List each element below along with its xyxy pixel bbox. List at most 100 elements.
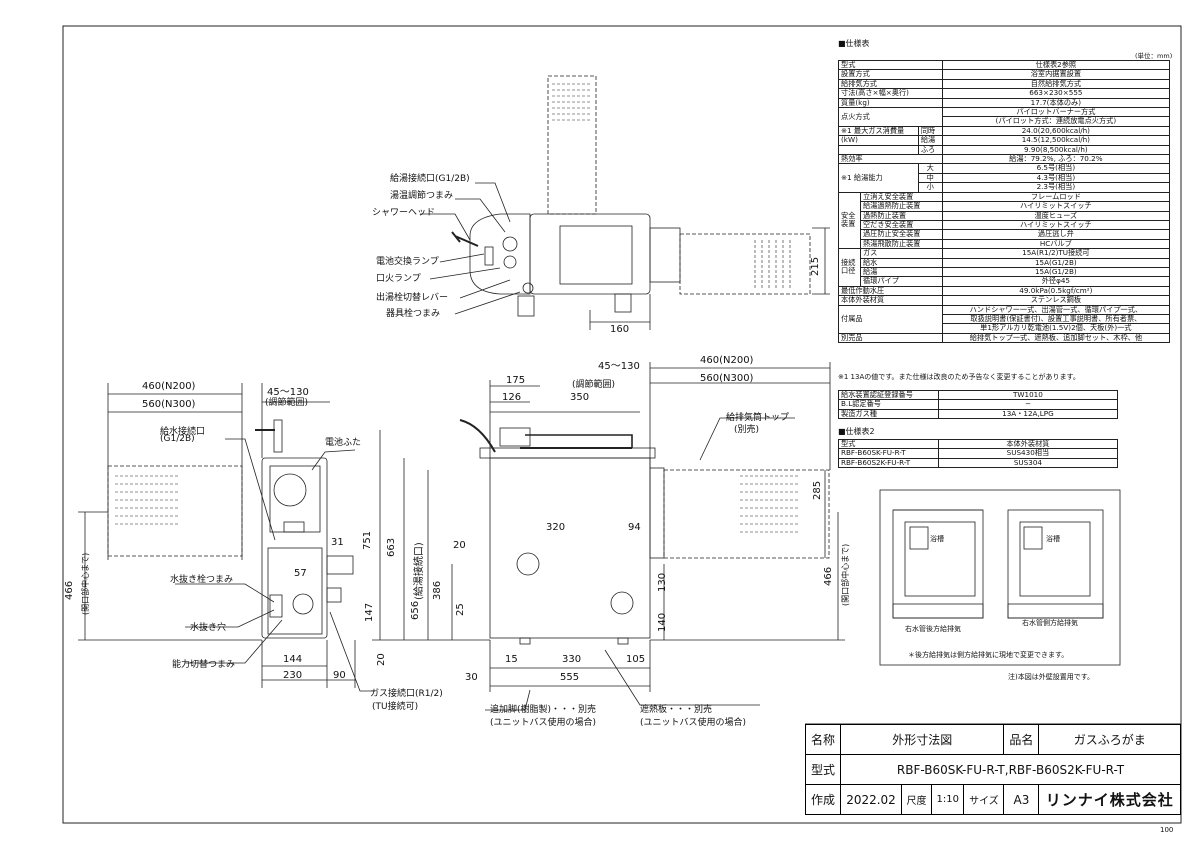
safety-value: 過圧逃し弁 bbox=[941, 229, 1171, 240]
spec-value: パイロットバーナー方式 bbox=[941, 107, 1171, 118]
cert-value: − bbox=[937, 399, 1119, 410]
dim-15: 15 bbox=[505, 654, 518, 665]
label-power-knob: 能力切替つまみ bbox=[172, 660, 236, 670]
dim-160: 160 bbox=[610, 324, 630, 335]
dim-175: 175 bbox=[506, 375, 526, 386]
pipe-item: 給水 bbox=[859, 257, 943, 268]
tb-scale-label: 尺度 bbox=[901, 784, 932, 815]
cert-value: 13A・12A,LPG bbox=[937, 408, 1119, 420]
label-exhaust-sep: (別売) bbox=[734, 425, 760, 435]
dim-555: 555 bbox=[560, 672, 580, 683]
spec-value: 17.7(本体のみ) bbox=[941, 97, 1171, 109]
spec2-model: RBF-B60SK-FU-R-T bbox=[838, 448, 939, 459]
spec-title: ■仕様表 bbox=[838, 39, 870, 48]
hot-value: 4.3号(相当) bbox=[941, 172, 1171, 184]
exterior-value: ステンレス鋼板 bbox=[941, 295, 1171, 306]
dim-215: 215 bbox=[810, 256, 821, 276]
separate-label: 別売品 bbox=[838, 332, 943, 344]
label-burner-knob: 器具栓つまみ bbox=[386, 309, 441, 319]
dim-751: 751 bbox=[362, 530, 373, 550]
inset-note: ＊後方給排気は側方給排気に現地で変更できます。 bbox=[908, 651, 1069, 659]
tb-made-value: 2022.02 bbox=[840, 784, 902, 815]
sheet-corner-number: 100 bbox=[1160, 826, 1174, 834]
cert-label: 給水装置認証登録番号 bbox=[838, 389, 939, 401]
installation-inset bbox=[879, 489, 1121, 666]
label-shower-head: シャワーヘッド bbox=[372, 208, 436, 218]
safety-item: 立消え安全装置 bbox=[859, 191, 943, 203]
pipe-item: 循環パイプ bbox=[859, 276, 943, 287]
spec2-model: RBF-B60S2K-FU-R-T bbox=[838, 457, 939, 469]
label-temp-knob: 湯温調節つまみ bbox=[390, 191, 454, 201]
gas-label: ※1 最大ガス消費量 bbox=[838, 125, 919, 137]
spec-note: ※1 13Aの値です。また仕様は改良のため予告なく変更することがあります。 bbox=[838, 373, 1080, 381]
label-legs: 追加脚(樹脂製)・・・別売 bbox=[490, 705, 597, 715]
dim-560-center: 560(N300) bbox=[700, 373, 754, 384]
dim-663: 663 bbox=[386, 537, 397, 557]
dim-330: 330 bbox=[562, 654, 582, 665]
safety-item: 熱湯飛散防止装置 bbox=[859, 238, 943, 250]
spec-value: (パイロット方式：連続放電点火方式) bbox=[941, 116, 1171, 127]
gas-unit: (kW) bbox=[838, 135, 919, 146]
install-note: 注)本図は外壁設置用です。 bbox=[1008, 673, 1095, 681]
safety-item: 過熱防止装置 bbox=[859, 210, 943, 221]
inset-bath-label: 浴槽 bbox=[1046, 535, 1060, 543]
pipe-value: 外径φ45 bbox=[941, 276, 1171, 287]
dim-147: 147 bbox=[364, 602, 375, 622]
label-exhaust-top: 給排気筒トップ bbox=[726, 413, 790, 423]
label-hot-outlet: 給湯接続口(G1/2B) bbox=[390, 174, 470, 184]
separate-value: 給排気トップ一式、遮熱板、追加脚セット、木枠、他 bbox=[941, 332, 1171, 344]
dim-105: 105 bbox=[626, 654, 646, 665]
label-drain-hole: 水抜き穴 bbox=[190, 623, 227, 633]
safety-value: ハイリミットスイッチ bbox=[941, 201, 1171, 212]
label-drain-knob: 水抜き栓つまみ bbox=[170, 575, 234, 585]
dim-144: 144 bbox=[283, 654, 303, 665]
efficiency-label: 熱効率 bbox=[838, 154, 943, 165]
spec-table: 型式仕様表2参照 設置方式浴室内据置設置 給排気方式自然給排気方式 寸法(高さ×… bbox=[838, 59, 1171, 344]
spec-value: 663×230×555 bbox=[941, 88, 1171, 99]
dim-320: 320 bbox=[546, 522, 566, 533]
safety-value: 温度ヒューズ bbox=[941, 210, 1171, 221]
cert-value: TW1010 bbox=[937, 389, 1119, 401]
safety-value: HCバルブ bbox=[941, 238, 1171, 250]
spec-label: 設置方式 bbox=[838, 69, 943, 80]
dim-45-130-center: 45〜130 bbox=[598, 361, 640, 372]
tb-company: リンナイ株式会社 bbox=[1038, 784, 1181, 815]
dim-20-upper: 20 bbox=[453, 540, 466, 551]
spec2-material: SUS430相当 bbox=[937, 448, 1119, 459]
safety-value: ハイリミットスイッチ bbox=[941, 219, 1171, 231]
pipe-label: 接続口径 bbox=[838, 248, 861, 287]
efficiency-value: 給湯：79.2%, ふろ：70.2% bbox=[941, 154, 1171, 165]
tb-name-value: 外形寸法図 bbox=[839, 724, 1005, 755]
label-shield-note: (ユニットバス使用の場合) bbox=[640, 718, 747, 728]
inset-side-label: 右水管側方給排気 bbox=[1022, 619, 1078, 627]
side-view bbox=[372, 362, 845, 711]
hot-value: 6.5号(相当) bbox=[941, 163, 1171, 174]
sheet-frame bbox=[62, 25, 1182, 824]
dim-45-130-left: 45〜130 bbox=[267, 387, 309, 398]
spec-label: 給排気方式 bbox=[838, 78, 943, 90]
accessories-label: 付属品 bbox=[838, 304, 943, 334]
dim-466-left: 466 bbox=[64, 580, 75, 600]
spec-label: 質量(kg) bbox=[838, 97, 943, 109]
dim-25: 25 bbox=[455, 603, 466, 616]
pipe-item: ガス bbox=[859, 248, 943, 259]
spec-label: 寸法(高さ×幅×奥行) bbox=[838, 88, 943, 99]
dim-31: 31 bbox=[331, 537, 344, 548]
inset-rear-label: 右水管後方給排気 bbox=[905, 625, 961, 633]
label-opening-left: (開口部中心まで) bbox=[81, 552, 90, 615]
hot-sub: 小 bbox=[917, 182, 943, 193]
dim-460-left: 460(N200) bbox=[142, 381, 196, 392]
pipe-item: 給湯 bbox=[859, 266, 943, 278]
safety-label: 安全装置 bbox=[838, 191, 861, 250]
spec2-head: 型式 bbox=[838, 438, 939, 450]
hot-label: ※1 給湯能力 bbox=[838, 163, 919, 193]
title-block: 名称 外形寸法図 品名 ガスふろがま 型式 RBF-B60SK-FU-R-T,R… bbox=[805, 724, 1181, 815]
cert-label: B.L認定番号 bbox=[838, 399, 939, 410]
dim-126: 126 bbox=[502, 392, 522, 403]
spec-label: 型式 bbox=[838, 59, 943, 71]
label-adjust-center: (調節範囲) bbox=[572, 380, 616, 390]
dim-350: 350 bbox=[570, 392, 590, 403]
